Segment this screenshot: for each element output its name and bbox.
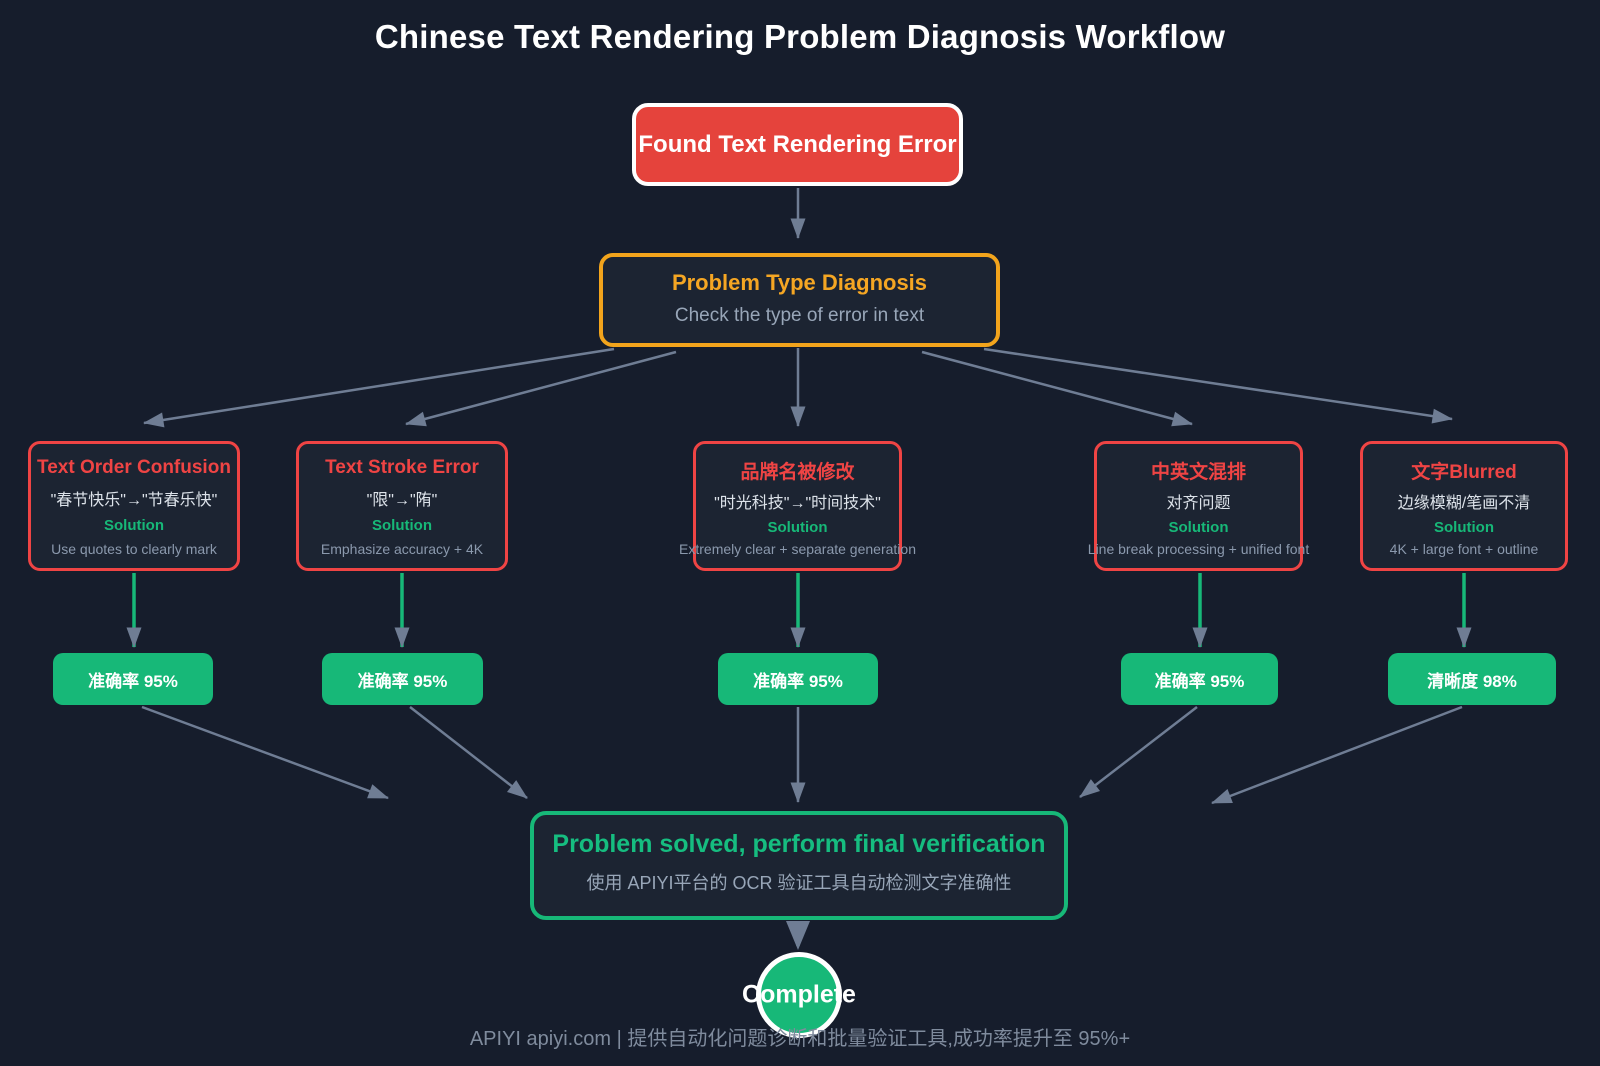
branch-text-order-confusion: Text Order Confusion "春节快乐"→"节春乐快" Solut… — [28, 441, 240, 571]
result-badge: 准确率 95% — [1121, 653, 1278, 705]
result-badge: 清晰度 98% — [1388, 653, 1556, 705]
solution-label: Solution — [104, 517, 164, 534]
branch-cn-en-mixed-layout: 中英文混排 对齐问题 Solution Line break processin… — [1088, 441, 1309, 571]
result-badge: 准确率 95% — [718, 653, 878, 705]
final-subtitle: 使用 APIYI平台的 OCR 验证工具自动检测文字准确性 — [586, 873, 1012, 893]
branch-text-blurred: 文字Blurred 边缘模糊/笔画不清 Solution 4K + large … — [1360, 441, 1568, 571]
diagnosis-subtitle: Check the type of error in text — [674, 305, 925, 326]
solution-label: Solution — [1434, 518, 1494, 536]
solution-detail: Emphasize accuracy + 4K — [320, 541, 484, 557]
branch-example: "时光科技"→"时间技术" — [714, 495, 881, 513]
branch-text-stroke-error: Text Stroke Error "限"→"陏" Solution Empha… — [296, 441, 508, 571]
branch-example: 边缘模糊/笔画不清 — [1397, 495, 1531, 513]
branch-example: "限"→"陏" — [366, 492, 438, 509]
solution-label: Solution — [767, 518, 828, 536]
final-verification-node: Problem solved, perform final verificati… — [530, 811, 1068, 920]
branch-title: 中英文混排 — [1150, 462, 1246, 483]
result-badge: 准确率 95% — [53, 653, 213, 705]
solution-label: Solution — [372, 517, 432, 534]
branch-title: Text Stroke Error — [325, 457, 479, 478]
complete-node: Complete — [742, 952, 856, 1038]
start-node-label: Found Text Rendering Error — [638, 130, 957, 158]
final-title: Problem solved, perform final verificati… — [552, 830, 1046, 858]
branch-title: 文字Blurred — [1411, 462, 1517, 483]
result-label: 准确率 95% — [1154, 671, 1245, 691]
diagnosis-node: Problem Type Diagnosis Check the type of… — [599, 253, 1000, 347]
result-label: 准确率 95% — [357, 671, 448, 691]
solution-detail: 4K + large font + outline — [1389, 540, 1539, 557]
solution-label: Solution — [1168, 518, 1229, 536]
result-label: 准确率 95% — [753, 671, 843, 691]
start-node: Found Text Rendering Error — [632, 103, 963, 186]
page-title: Chinese Text Rendering Problem Diagnosis… — [374, 18, 1226, 55]
footer-text: APIYI apiyi.com | 提供自动化问题诊断和批量验证工具,成功率提升… — [469, 1028, 1131, 1050]
branch-title: 品牌名被修改 — [740, 462, 855, 483]
result-badge: 准确率 95% — [322, 653, 483, 705]
result-label: 清晰度 98% — [1427, 671, 1517, 691]
branch-title: Text Order Confusion — [37, 457, 231, 478]
solution-detail: Line break processing + unified font — [1087, 540, 1310, 557]
result-label: 准确率 95% — [88, 671, 178, 691]
branch-brand-name-modified: 品牌名被修改 "时光科技"→"时间技术" Solution Extremely … — [679, 441, 916, 571]
complete-label: Complete — [742, 980, 856, 1009]
branch-example: "春节快乐"→"节春乐快" — [50, 492, 218, 509]
solution-detail: Extremely clear + separate generation — [679, 540, 916, 557]
diagnosis-title: Problem Type Diagnosis — [671, 270, 928, 295]
branch-example: 对齐问题 — [1166, 495, 1231, 513]
solution-detail: Use quotes to clearly mark — [51, 541, 217, 557]
